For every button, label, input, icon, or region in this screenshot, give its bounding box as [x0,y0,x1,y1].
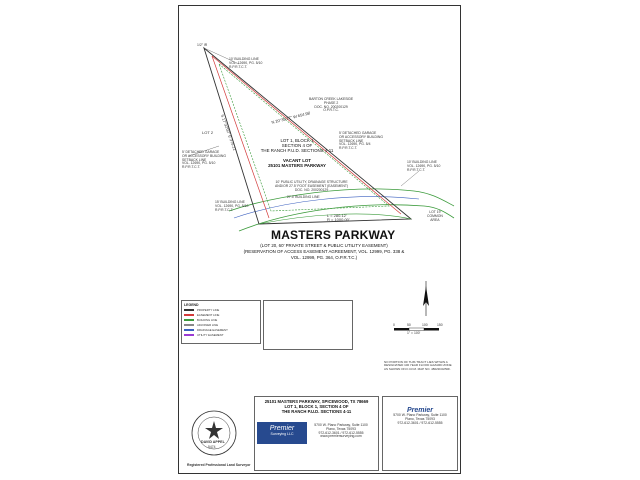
street-edge-north [258,213,412,225]
scale-bar-black-1 [394,328,409,331]
company-panel-right: Premier 5700 W. Plano Parkway, Suite 110… [382,396,458,471]
legend-label: PROPERTY LINE [197,307,220,312]
scale-label-0: 0 [393,323,395,327]
curve-length-label: L = 280.12' R = 1000.00' [327,213,350,222]
plat-drawing [188,46,455,331]
legend-label: DRAINAGE EASEMENT [197,327,228,332]
lot2-label: LOT 2 [202,130,214,135]
scale-text: 1" = 100' [407,331,421,335]
lot-description: LOT 1, BLOCK 1 SECTION 4 OF THE RANCH P.… [260,138,334,153]
scale-bar-black-2 [424,328,439,331]
property-boundary [203,46,413,225]
leader-top [203,47,240,65]
building-line-center-label: 27.5' BUILDING LINE [287,195,320,199]
survey-sheet: 10' BUILDING LINE VOL. 12690, PG. 5/10 R… [178,5,461,474]
scale-label-3: 150 [437,323,443,327]
legend-swatch [184,328,194,331]
legend-item: ADJOINER LINE [184,322,258,327]
title-pud: THE RANCH P.U.D. SECTIONS 4-11 [281,409,352,414]
leader-right [400,170,420,187]
surveyor-title: Registered Professional Land Surveyor [187,463,251,467]
company-logo: Premier Surveying LLC [257,422,307,444]
scale-label-1: 50 [407,323,411,327]
garage-left-label: 5' DETACHED GARAGE OR ACCESSORY BUILDING… [182,150,226,170]
street-reservation-line: (RESERVATION OF ACCESS EASEMENT AGREEMEN… [243,249,405,254]
street-name: MASTERS PARKWAY [271,228,396,242]
company-address-right: 5700 W. Plano Parkway, Suite 1100 Plano,… [393,413,447,425]
title-address: 25101 MASTERS PARKWAY, SPICEWOOD, TX 786… [264,399,369,404]
surveyor-number: 5474 [208,445,216,449]
adjoiner-curve-upper [228,188,455,212]
legend-item: EASEMENT LINE [184,312,258,317]
adjoiner-curve-lower [238,204,455,232]
legend-label: ADJOINER LINE [197,322,219,327]
legend-title: LEGEND [184,303,199,307]
leader-left [188,145,220,157]
legend-swatch [184,318,194,321]
flood-note: NO PORTION OF THIS TRACT LIES WITHIN A D… [384,360,452,371]
building-line-right-label: 10' BUILDING LINE VOL. 12690, PG. 5/10 R… [407,160,441,172]
surveyor-name: DAVID APPEL [201,440,225,444]
company-info: 5700 W. Plano Parkway, Suite 1100 Plano,… [314,423,368,439]
drainage-easement-label: 10' PUBLIC UTILITY, DRAINAGE STRUCTURE A… [275,180,349,192]
building-line-top-label: 10' BUILDING LINE VOL. 12690, PG. 5/10 R… [229,57,263,69]
notes-panel [263,300,353,350]
legend-item: BUILDING LINE [184,317,258,322]
building-line-left-label: 15' BUILDING LINE VOL. 12690, PG. 5/10 R… [215,200,249,212]
legend-swatch [184,308,194,311]
building-line-green [218,63,390,212]
legend-item: PROPERTY LINE [184,307,258,312]
surveyor-seal-icon [191,410,237,456]
legend-swatch [184,323,194,326]
legend-swatch [184,333,194,336]
title-block: 25101 MASTERS PARKWAY, SPICEWOOD, TX 786… [254,396,379,471]
scale-label-2: 100 [422,323,428,327]
legend-label: UTILITY EASEMENT [197,332,224,337]
legend-swatch [184,313,194,316]
easement-line-red [211,55,402,215]
street-reservation-line2: VOL. 12999, PG. 364, O.P.R.T.C.) [290,255,358,260]
legend-item: DRAINAGE EASEMENT [184,327,258,332]
legend-label: BUILDING LINE [197,317,218,322]
garage-right-label: 5' DETACHED GARAGE OR ACCESSORY BUILDING… [339,131,383,151]
blue-easement-curve [233,196,420,219]
barton-creek-label: BARTON CREEK LAKESIDE PHASE 2 DOC. NO. 2… [309,97,354,113]
iron-rod-label: 1/2" IR [197,43,208,47]
street-row-line: (LOT 20, 60' PRIVATE STREET & PUBLIC UTI… [260,243,388,248]
vacant-lot-label: VACANT LOT 25101 MASTERS PARKWAY [268,158,326,168]
legend-item: UTILITY EASEMENT [184,332,258,337]
easement-line-red-west [211,55,270,219]
lot19-label: LOT 19 COMMON AREA [427,210,443,222]
legend-label: EASEMENT LINE [197,312,220,317]
company-name-right: Premier [406,407,434,414]
title-lot: LOT 1, BLOCK 1, SECTION 4 OF [284,404,349,409]
